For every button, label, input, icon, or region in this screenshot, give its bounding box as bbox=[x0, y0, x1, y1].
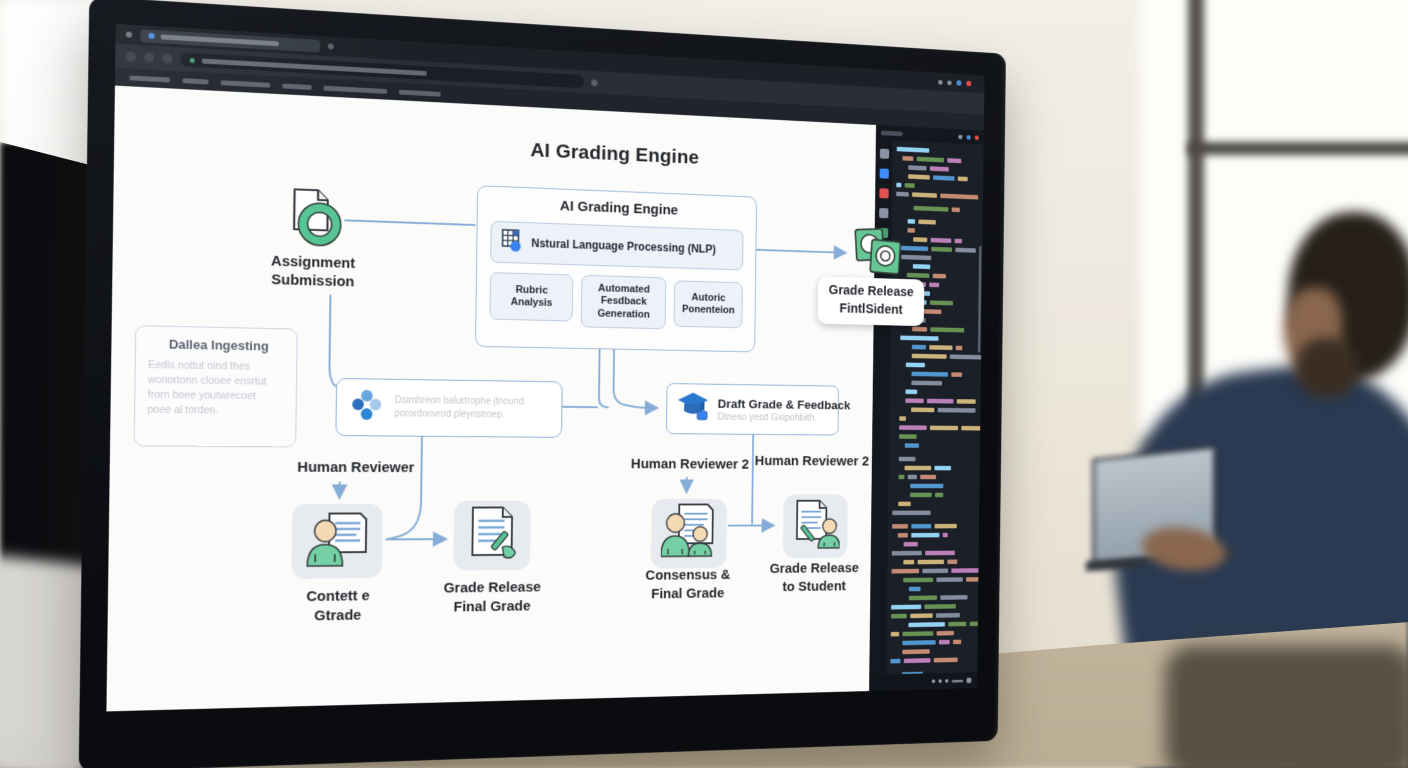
monitor: AI Grading Engine AI Grading Engine bbox=[79, 0, 1006, 768]
secure-lock-icon bbox=[189, 57, 195, 63]
chip-autoric: Autoric Ponenteion bbox=[673, 280, 743, 329]
line-assignment-to-cluster bbox=[329, 295, 338, 386]
window-maximize-icon[interactable] bbox=[947, 80, 952, 85]
chair-right bbox=[1165, 645, 1408, 768]
person-beard bbox=[1296, 338, 1358, 398]
status-dot bbox=[945, 679, 949, 683]
url-text-blur bbox=[201, 58, 427, 76]
status-bar-item bbox=[951, 679, 964, 683]
human-reviewer-2-label: Human Reviewer 2 bbox=[630, 456, 750, 473]
extensions-icon[interactable] bbox=[591, 78, 598, 86]
window-close-icon[interactable] bbox=[966, 80, 972, 87]
data-ingesting-title: Dallea Ingesting bbox=[168, 336, 269, 354]
code-editor bbox=[869, 124, 984, 692]
human-reviewer-2b-label: Human Reviewer 2 bbox=[754, 453, 870, 470]
engine-chips: Rubric Analysis Automated Fesdback Gener… bbox=[489, 272, 743, 331]
engine-box: AI Grading Engine Nstural Languag bbox=[475, 185, 758, 353]
consensus-card bbox=[650, 498, 728, 569]
ai-distribution-box: Dsimhreon balurtrophe jtnound porordonvr… bbox=[335, 377, 563, 438]
data-ingesting-box: Dallea Ingesting Eedls nottut oind thes … bbox=[133, 325, 298, 448]
faint-text-line: poee al torden. bbox=[147, 403, 219, 417]
bookmark-item[interactable] bbox=[182, 77, 209, 85]
bookmark-item[interactable] bbox=[282, 83, 312, 90]
window-minimize-icon[interactable] bbox=[938, 79, 943, 85]
document-pen-person-icon bbox=[791, 498, 840, 554]
grading-card bbox=[453, 500, 531, 571]
draft-grade-box: Draft Grade & Feedback Dtneso yesd Gxipo… bbox=[665, 383, 851, 436]
screen: AI Grading Engine AI Grading Engine bbox=[106, 24, 984, 712]
consensus-caption: Consensus & Final Grade bbox=[645, 566, 731, 603]
human-reviewer-label: Human Reviewer bbox=[297, 459, 415, 476]
forward-button[interactable] bbox=[143, 52, 155, 63]
new-tab-icon[interactable] bbox=[327, 43, 334, 50]
document-with-pen-icon bbox=[465, 506, 520, 566]
editor-tab[interactable] bbox=[880, 130, 903, 136]
release-card bbox=[782, 494, 848, 559]
graduation-cap-icon bbox=[676, 391, 710, 427]
bookmark-item[interactable] bbox=[220, 79, 271, 88]
draft-grade-subtitle: Dtneso yesd Gxipohbith. bbox=[717, 411, 817, 424]
editor-status-bar bbox=[869, 672, 978, 692]
source-control-icon[interactable] bbox=[878, 188, 889, 199]
contest-grade-caption: Contett e Gtrade bbox=[306, 587, 370, 625]
chip-automated-feedback: Automated Fesdback Generation bbox=[580, 274, 667, 330]
curve-cluster-to-reviewer bbox=[387, 436, 422, 539]
files-icon[interactable] bbox=[879, 148, 889, 159]
refresh-button[interactable] bbox=[162, 53, 173, 64]
tab-title-blur bbox=[160, 33, 279, 46]
line-assignment-to-engine bbox=[345, 220, 475, 225]
editor-control-dot[interactable] bbox=[958, 134, 963, 139]
assignment-label: Assignment Submission bbox=[270, 252, 356, 291]
draft-grade-title: Draft Grade & Feedback bbox=[717, 396, 851, 412]
diagram-window: AI Grading Engine AI Grading Engine bbox=[106, 86, 876, 712]
assignment-document-icon bbox=[286, 186, 344, 253]
search-icon[interactable] bbox=[879, 168, 889, 179]
draft-grade-text: Draft Grade & Feedback Dtneso yesd Gxipo… bbox=[717, 396, 850, 423]
window-controls bbox=[938, 79, 976, 87]
code-lines bbox=[886, 140, 984, 675]
grade-release-final-caption: Grade Release Final Grade bbox=[443, 579, 541, 616]
editor-close-icon[interactable] bbox=[974, 134, 979, 140]
notifications-icon[interactable] bbox=[966, 677, 972, 684]
nlp-label: Nstural Language Processing (NLP) bbox=[531, 236, 716, 256]
bookmark-item[interactable] bbox=[323, 85, 388, 94]
faint-text-line: frorn boee youtwrecoet bbox=[147, 388, 256, 403]
reviewer-card bbox=[291, 503, 383, 579]
tab-favicon bbox=[148, 32, 155, 40]
line-draft-down bbox=[752, 435, 753, 524]
arrow-engine-to-release bbox=[756, 250, 844, 253]
line-engine-down-1 bbox=[599, 349, 609, 407]
back-button[interactable] bbox=[125, 51, 136, 62]
window-frame-bar bbox=[1188, 142, 1408, 155]
four-blue-dots-icon bbox=[350, 387, 383, 427]
two-people-with-document-icon bbox=[660, 503, 717, 565]
window-control-dot[interactable] bbox=[956, 80, 962, 86]
status-dot bbox=[938, 679, 942, 683]
faint-text-line: porordonvrod pleyristroep. bbox=[394, 408, 505, 421]
status-dot bbox=[931, 679, 936, 684]
window-frame bbox=[1188, 0, 1204, 448]
ai-distribution-text: Dsimhreon balurtrophe jtnound porordonvr… bbox=[394, 394, 524, 422]
bookmark-item[interactable] bbox=[129, 74, 171, 83]
grade-release-top-label: Grade Release FintlSident bbox=[817, 276, 925, 327]
browser-menu-icon[interactable] bbox=[125, 31, 133, 38]
chip-rubric-analysis: Rubric Analysis bbox=[489, 272, 574, 322]
grade-release-student-caption: Grade Release to Student bbox=[769, 560, 859, 595]
editor-control-dot[interactable] bbox=[966, 134, 971, 140]
debug-icon[interactable] bbox=[878, 207, 889, 219]
two-green-badges-icon bbox=[852, 225, 905, 285]
arrow-engine-to-draft bbox=[613, 350, 656, 408]
flowchart: AI Grading Engine AI Grading Engine bbox=[106, 86, 876, 712]
nlp-grid-icon bbox=[501, 227, 524, 257]
bookmark-item[interactable] bbox=[398, 89, 441, 97]
person-with-document-icon bbox=[305, 510, 370, 573]
nlp-module: Nstural Language Processing (NLP) bbox=[490, 220, 744, 271]
